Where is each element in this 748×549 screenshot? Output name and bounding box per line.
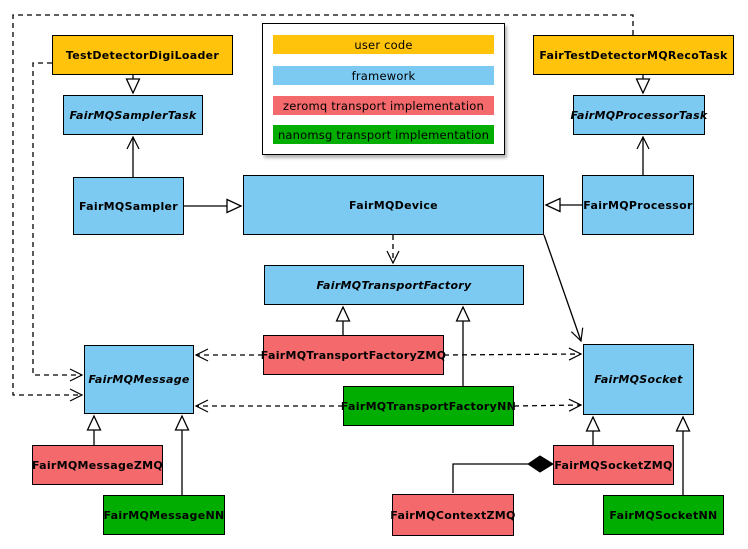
- class-box-fairmqprocessortask: FairMQProcessorTask: [570, 95, 707, 135]
- class-box-fairmqsocketnn: FairMQSocketNN: [603, 495, 724, 535]
- class-box-fairmqsocketzmq: FairMQSocketZMQ: [553, 445, 674, 485]
- edge-digiloader-depends-message: [32, 62, 84, 382]
- edge-recotask-depends-message: [12, 14, 634, 402]
- class-box-fairmqdevice: FairMQDevice: [243, 175, 544, 235]
- class-box-fairmqsocket: FairMQSocket: [583, 344, 694, 415]
- class-box-fairmqtransportfactorynn: FairMQTransportFactoryNN: [341, 386, 516, 426]
- class-box-fairmqmessagezmq: FairMQMessageZMQ: [32, 445, 163, 485]
- legend-label: framework: [351, 68, 416, 83]
- class-box-fairmqmessage: FairMQMessage: [84, 345, 194, 414]
- edge-device-uses-socket: [543, 234, 584, 343]
- class-box-fairmqcontextzmq: FairMQContextZMQ: [390, 494, 515, 536]
- class-box-testdetectordigiloader: TestDetectorDigiLoader: [52, 35, 233, 75]
- edge-factorynn-depends-socket: [513, 398, 583, 412]
- legend-item-nanomsg: nanomsg transport implementation: [273, 125, 494, 144]
- legend-label: user code: [354, 37, 413, 52]
- legend: user code framework zeromq transport imp…: [262, 23, 505, 155]
- legend-label: zeromq transport implementation: [283, 98, 484, 113]
- legend-item-user-code: user code: [273, 35, 494, 54]
- legend-item-framework: framework: [273, 66, 494, 85]
- edge-factoryzmq-depends-socket: [443, 347, 583, 361]
- legend-item-zeromq: zeromq transport implementation: [273, 96, 494, 115]
- class-box-fairmqsamplertask: FairMQSamplerTask: [63, 95, 203, 135]
- class-box-fairmqsampler: FairMQSampler: [73, 177, 184, 235]
- edge-socketzmq-composes-contextzmq: [452, 463, 528, 493]
- class-box-fairmqtransportfactory: FairMQTransportFactory: [264, 265, 524, 305]
- legend-label: nanomsg transport implementation: [277, 127, 490, 142]
- class-box-fairmqmessagenn: FairMQMessageNN: [103, 495, 225, 535]
- class-box-fairmqprocessor: FairMQProcessor: [582, 175, 694, 235]
- class-box-fairtestdetectormqrecotask: FairTestDetectorMQRecoTask: [533, 35, 734, 75]
- composition-diamond: [527, 455, 554, 473]
- class-box-fairmqtransportfactoryzmq: FairMQTransportFactoryZMQ: [261, 335, 446, 375]
